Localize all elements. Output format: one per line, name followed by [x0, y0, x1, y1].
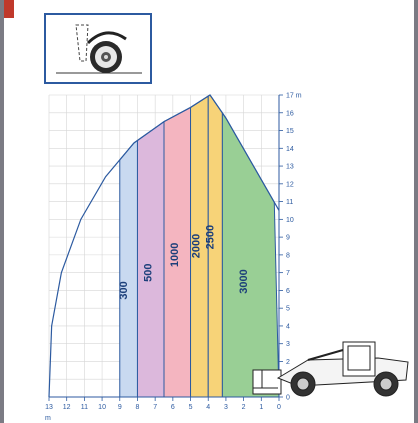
x-tick-label: 7 [153, 404, 157, 411]
load-zone-300 [119, 139, 138, 398]
zone-label-2500: 2500 [205, 225, 217, 249]
y-tick-label: 14 [286, 146, 294, 153]
zone-label-2000: 2000 [190, 234, 202, 258]
y-tick-label: 3 [286, 341, 290, 348]
x-tick-label: 6 [171, 404, 175, 411]
x-tick-label: 9 [118, 404, 122, 411]
y-tick-label: 12 [286, 181, 294, 188]
y-tick-label: 16 [286, 110, 294, 117]
x-tick-label: 10 [98, 404, 106, 411]
y-tick-label: 5 [286, 306, 290, 313]
y-tick-label: 7 [286, 270, 290, 277]
y-tick-label: 8 [286, 252, 290, 259]
x-tick-label: 5 [189, 404, 193, 411]
y-tick-label: 13 [286, 164, 294, 171]
x-tick-label: 0 [277, 404, 281, 411]
load-zones [119, 94, 280, 398]
chart-ticks: 1312111098765432100123456789101112131415… [45, 93, 302, 412]
y-tick-label: 2 [286, 359, 290, 366]
zone-label-500: 500 [143, 263, 155, 281]
x-tick-label: 3 [224, 404, 228, 411]
load-chart-page: 1312111098765432100123456789101112131415… [4, 0, 414, 423]
y-tick-label: 17 m [286, 93, 302, 100]
y-tick-label: 6 [286, 288, 290, 295]
y-tick-label: 10 [286, 217, 294, 224]
y-tick-label: 15 [286, 128, 294, 135]
y-tick-label: 11 [286, 199, 293, 206]
y-tick-label: 0 [286, 395, 290, 402]
load-chart: 1312111098765432100123456789101112131415… [45, 93, 409, 422]
corner-mark [4, 0, 14, 18]
load-zone-3000 [221, 111, 280, 398]
x-tick-label: 13 [45, 404, 53, 411]
boom-envelope-line [48, 94, 280, 398]
x-tick-label: 12 [63, 404, 71, 411]
y-tick-label: 9 [286, 235, 290, 242]
x-tick-label: 8 [136, 404, 140, 411]
x-tick-label: 11 [81, 404, 88, 411]
zone-label-3000: 3000 [238, 269, 250, 293]
zone-label-300: 300 [118, 281, 130, 299]
x-tick-label: 1 [259, 404, 263, 411]
load-zone-500 [136, 120, 165, 398]
tire-clearance-icon [56, 24, 142, 74]
x-tick-label: 4 [206, 404, 210, 411]
tire-clearance-box [44, 13, 152, 84]
y-tick-label: 4 [286, 323, 290, 330]
x-tick-label: 2 [242, 404, 246, 411]
x-axis-unit: m [45, 415, 51, 422]
telehandler-icon [252, 341, 409, 397]
zone-label-1000: 1000 [169, 243, 181, 267]
